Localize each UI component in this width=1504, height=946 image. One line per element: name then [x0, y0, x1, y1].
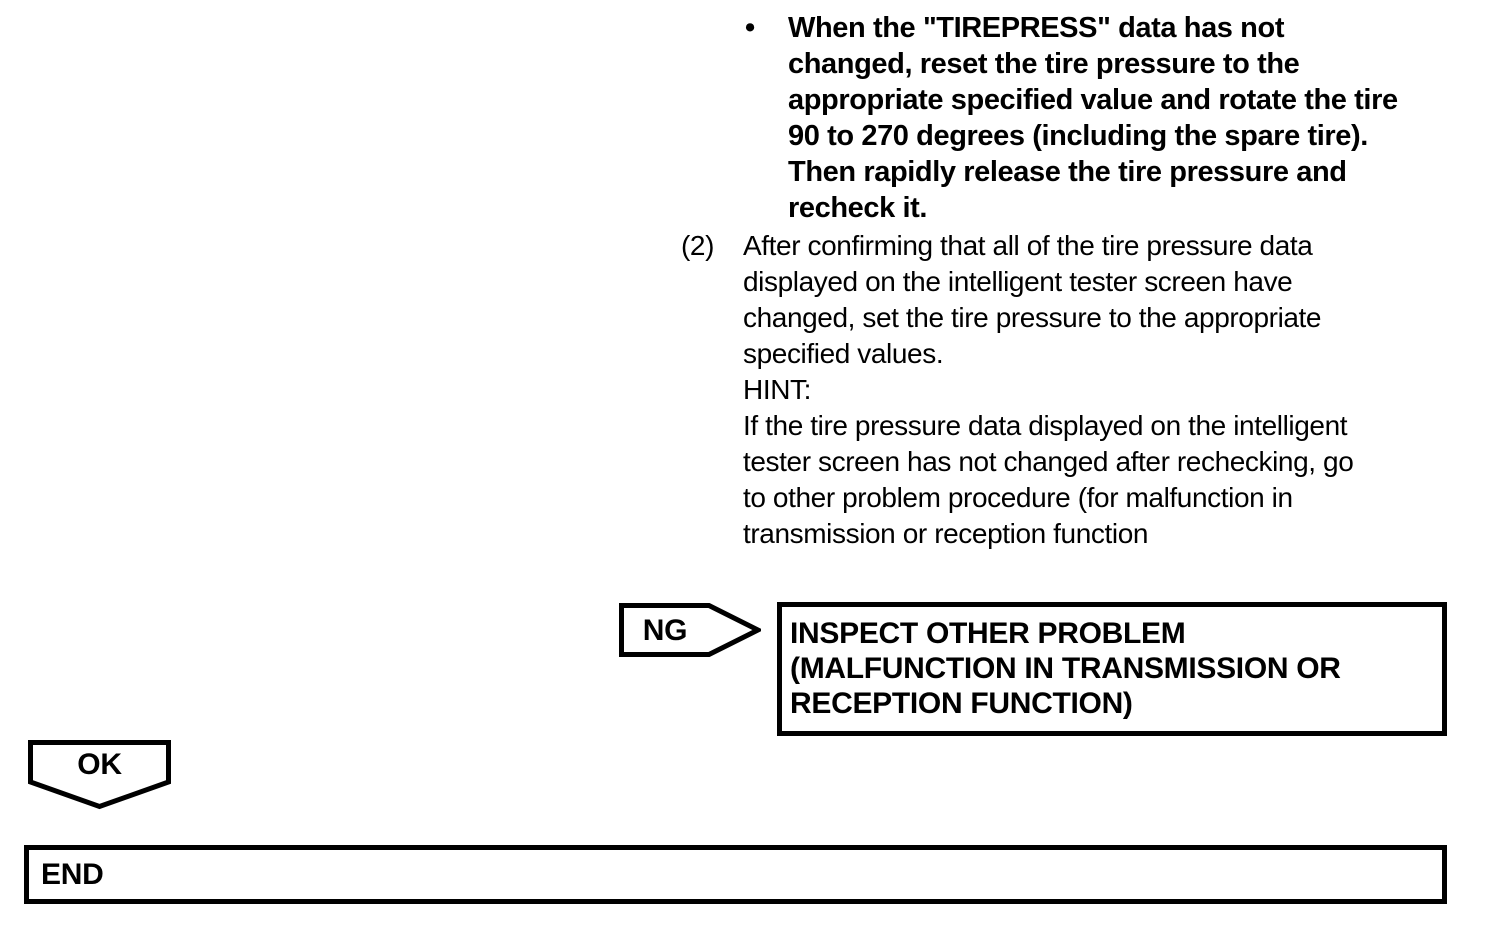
end-box-label: END [41, 858, 104, 891]
ng-arrow-icon [619, 603, 761, 657]
ng-action-box: INSPECT OTHER PROBLEM (MALFUNCTION IN TR… [777, 602, 1447, 736]
ok-arrow-icon [28, 740, 171, 810]
ng-action-box-text: INSPECT OTHER PROBLEM (MALFUNCTION IN TR… [790, 617, 1341, 720]
ok-connector: OK [28, 740, 171, 810]
ng-connector: NG [619, 603, 761, 657]
ok-connector-label: OK [77, 747, 122, 781]
step-number: (2) [681, 230, 715, 261]
bullet-note-text: When the "TIREPRESS" data has not change… [788, 12, 1398, 224]
bullet-marker: • [745, 12, 755, 44]
step-text: After confirming that all of the tire pr… [743, 230, 1354, 549]
ng-connector-label: NG [642, 613, 688, 647]
end-box: END [24, 845, 1447, 904]
